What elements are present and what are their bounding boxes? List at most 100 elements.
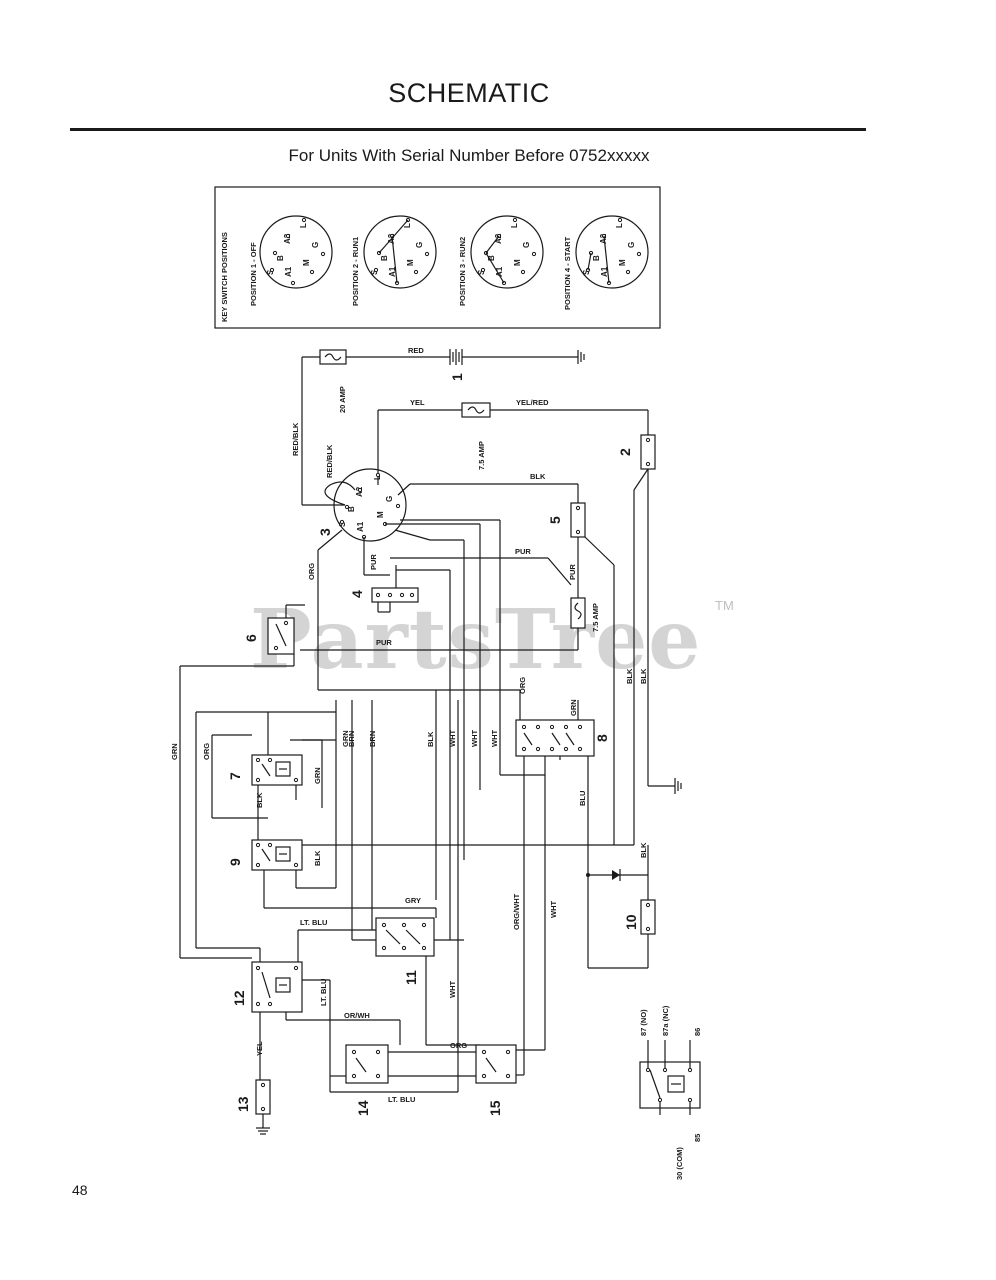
component-5-label: 5 <box>547 516 563 524</box>
key-switch-dial-4: B A2 L S A1 M G <box>575 215 649 289</box>
component-13-label: 13 <box>235 1096 251 1112</box>
svg-text:G: G <box>415 242 424 248</box>
svg-text:B: B <box>487 255 496 261</box>
wire-label-grn-left: GRN <box>170 743 179 760</box>
ground-symbol-right <box>647 469 682 794</box>
wire-label-yel: YEL <box>410 398 425 407</box>
svg-text:M: M <box>513 259 522 266</box>
component-11-label: 11 <box>403 970 419 985</box>
component-6-label: 6 <box>243 634 259 642</box>
wire-label-grn-mid: GRN <box>341 730 350 747</box>
component-14: 14 ORG LT. BLU <box>329 1040 480 1116</box>
component-10: BLK 10 <box>586 842 656 969</box>
svg-text:A2: A2 <box>494 233 503 244</box>
svg-text:B: B <box>347 506 356 512</box>
key-switch-panel-frame <box>214 186 661 329</box>
svg-text:S: S <box>582 269 591 275</box>
wire-label-blk-7: BLK <box>255 792 264 808</box>
svg-text:A1: A1 <box>388 266 397 277</box>
wire-label-red: RED <box>408 346 424 355</box>
wire-label-wht-1: WHT <box>448 730 457 747</box>
diode-icon <box>612 870 620 880</box>
key-switch-3: RED/BLK B A2 L S A1 M G 3 <box>317 444 407 542</box>
component-1-label: 1 <box>449 373 465 381</box>
wire-label-red-blk-loop: RED/BLK <box>325 444 334 478</box>
key-position-1-label: POSITION 1 - OFF <box>249 242 258 306</box>
wire-label-pur-4: PUR <box>369 554 378 570</box>
battery-circuit: RED 1 20 AMP RED/BLK <box>291 346 585 506</box>
wire-label-blk-9: BLK <box>313 850 322 866</box>
wire-label-org-wht: ORG/WHT <box>512 893 521 930</box>
svg-text:L: L <box>373 475 382 480</box>
page-number: 48 <box>72 1182 88 1198</box>
trunk-wires: GRN BRN BRN BLK WHT WHT WHT <box>335 690 499 1040</box>
component-8: 8 ORG GRN BLU <box>499 677 610 1075</box>
page-title: SCHEMATIC <box>388 78 550 108</box>
svg-text:B: B <box>592 255 601 261</box>
svg-text:B: B <box>276 255 285 261</box>
wire-label-grn-7: GRN <box>313 767 322 784</box>
component-12-label: 12 <box>231 990 247 1006</box>
svg-text:L: L <box>615 223 624 228</box>
svg-text:G: G <box>311 242 320 248</box>
component-7-label: 7 <box>227 772 243 780</box>
component-13: 13 <box>235 1079 271 1135</box>
svg-text:A1: A1 <box>495 266 504 277</box>
component-14-label: 14 <box>355 1100 371 1116</box>
svg-text:M: M <box>376 511 385 518</box>
wire-label-wht-2: WHT <box>470 730 479 747</box>
wire-label-wht-11: WHT <box>448 981 457 998</box>
key-switch-heading: KEY SWITCH POSITIONS <box>220 232 229 322</box>
svg-text:G: G <box>522 242 531 248</box>
wire-label-blk-mid: BLK <box>426 731 435 747</box>
component-12: 12 LT. BLU OR/WH YEL <box>180 947 401 1080</box>
svg-text:A2: A2 <box>283 233 292 244</box>
component-8-label: 8 <box>594 734 610 742</box>
ground-symbol-battery <box>577 350 585 364</box>
wire-label-pur-bus: PUR <box>376 638 392 647</box>
wire-label-yel-13: YEL <box>255 1041 264 1056</box>
svg-text:G: G <box>627 242 636 248</box>
fuse-7-5-amp-bottom-label: 7.5 AMP <box>591 603 600 632</box>
key-position-2-label: POSITION 2 - RUN1 <box>351 237 360 306</box>
wire-label-wht-right: WHT <box>549 901 558 918</box>
partstree-watermark: PartsTree <box>250 592 702 688</box>
wire-label-org-8: ORG <box>518 677 527 694</box>
wire-label-or-wh: OR/WH <box>344 1011 370 1020</box>
wire-label-lt-blu-14: LT. BLU <box>388 1095 415 1104</box>
key-switch-dial-3: B A2 L S A1 M G <box>470 215 544 289</box>
svg-text:S: S <box>266 269 275 275</box>
wire-label-org-7: ORG <box>202 743 211 760</box>
watermark-trademark: TM <box>715 598 734 613</box>
wire-label-red-blk: RED/BLK <box>291 422 300 456</box>
wire-label-pur-5: PUR <box>568 564 577 580</box>
wire-label-blk-top: BLK <box>530 472 546 481</box>
component-11: 11 GRY LT. BLU WHT <box>297 896 464 1045</box>
wire-label-gry: GRY <box>405 896 421 905</box>
svg-text:M: M <box>302 259 311 266</box>
svg-text:B: B <box>380 255 389 261</box>
wire-label-lt-blu-11: LT. BLU <box>300 918 327 927</box>
component-15: 15 <box>475 1044 545 1116</box>
component-6: 6 GRN <box>170 604 305 958</box>
component-15-label: 15 <box>487 1100 503 1116</box>
component-7: 7 ORG GRN BLK <box>195 711 336 948</box>
svg-text:A2: A2 <box>599 233 608 244</box>
svg-text:A1: A1 <box>356 521 365 532</box>
wire-label-brn-2: BRN <box>368 731 377 747</box>
svg-text:M: M <box>618 259 627 266</box>
title-rule <box>70 128 866 131</box>
component-9-label: 9 <box>227 858 243 866</box>
svg-text:S: S <box>370 269 379 275</box>
wire-label-grn-8: GRN <box>569 699 578 716</box>
component-3-label: 3 <box>317 528 333 536</box>
wire-label-pur-mid: PUR <box>515 547 531 556</box>
component-10-label: 10 <box>623 914 639 930</box>
relay-pin-87a-label: 87a (NC) <box>661 1005 670 1036</box>
page-subtitle: For Units With Serial Number Before 0752… <box>288 146 650 165</box>
key-switch-dial-2: B A2 L S A1 M G <box>363 215 437 289</box>
svg-text:A1: A1 <box>284 266 293 277</box>
svg-text:L: L <box>299 223 308 228</box>
key-position-4-label: POSITION 4 - START <box>563 236 572 310</box>
